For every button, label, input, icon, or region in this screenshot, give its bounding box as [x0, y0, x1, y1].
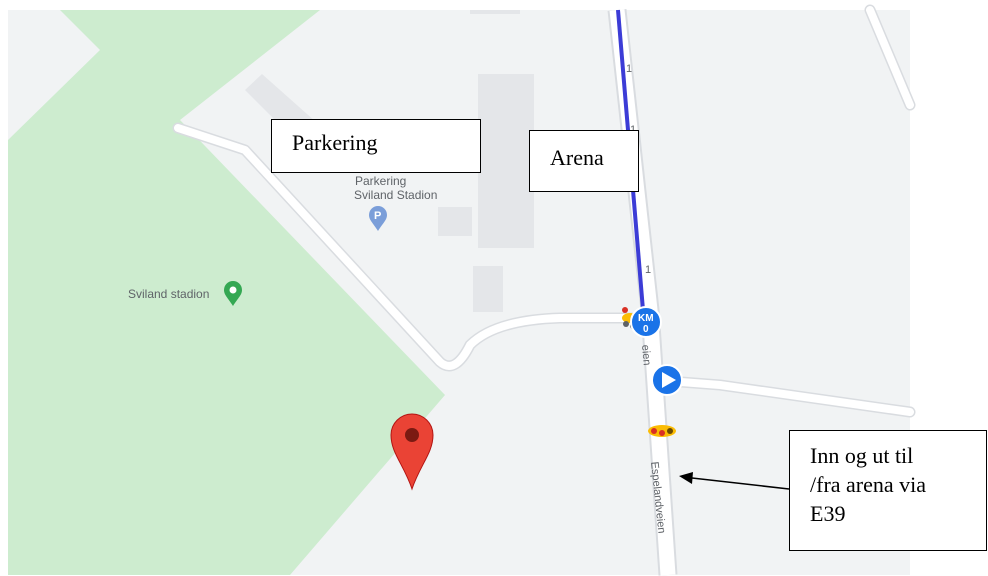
side-road [664, 377, 914, 416]
route-distance-mark: 1 [645, 264, 651, 276]
ne-road [866, 6, 914, 109]
callout-entrance-line: Inn og ut til [810, 443, 914, 468]
building [473, 266, 503, 312]
road-label-partial: eien [639, 344, 653, 366]
building [478, 74, 534, 248]
km-marker-line1: KM [638, 313, 654, 324]
park-pin-icon[interactable] [224, 281, 242, 306]
route-distance-mark: 1 [626, 63, 632, 75]
red-location-pin-icon[interactable] [390, 413, 434, 491]
building [470, 10, 520, 14]
callout-entrance-exit: Inn og ut til /fra arena via E39 [789, 430, 987, 551]
callout-arena: Arena [529, 130, 639, 192]
minor-road [174, 124, 636, 370]
parking-pin-icon[interactable]: P [369, 206, 387, 231]
stadium-label: Sviland stadion [128, 287, 209, 301]
annotation-arrow-line [691, 477, 790, 490]
callout-entrance-line: E39 [810, 501, 846, 526]
svg-text:P: P [374, 210, 381, 222]
callout-parkering: Parkering [271, 119, 481, 173]
building [438, 207, 472, 236]
parking-label-line2: Sviland Stadion [354, 188, 437, 202]
callout-entrance-line: /fra arena via [810, 472, 927, 497]
km-marker[interactable]: KM 0 [630, 306, 662, 338]
callout-parkering-text: Parkering [292, 130, 378, 155]
km-marker-line2: 0 [643, 324, 649, 335]
annotation-arrowhead [679, 472, 693, 484]
traffic-cyclist-icon[interactable] [648, 425, 676, 437]
play-arrow-icon[interactable] [651, 364, 683, 396]
parking-label-line1: Parkering [355, 174, 406, 188]
callout-arena-text: Arena [550, 145, 604, 170]
